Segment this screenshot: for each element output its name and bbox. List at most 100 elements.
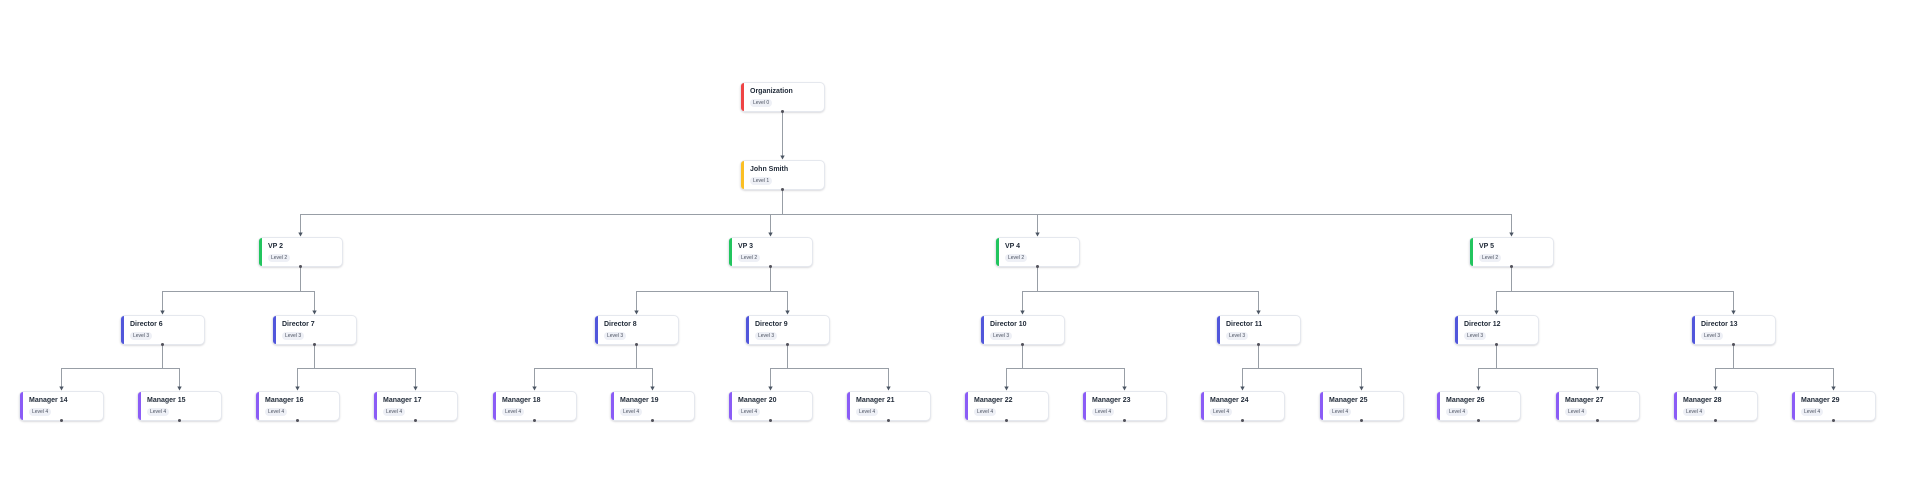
node-title: Director 8 — [604, 321, 637, 328]
node-bottom-handle[interactable] — [296, 419, 299, 422]
node-bottom-handle[interactable] — [651, 419, 654, 422]
node-accent-bar — [121, 316, 124, 344]
node-bottom-handle[interactable] — [1832, 419, 1835, 422]
node-bottom-handle[interactable] — [1241, 419, 1244, 422]
node-accent-bar — [1320, 392, 1323, 420]
node-accent-bar — [847, 392, 850, 420]
node-bottom-handle[interactable] — [533, 419, 536, 422]
node-accent-bar — [273, 316, 276, 344]
org-edge-john-vp5 — [782, 190, 1512, 234]
node-bottom-handle[interactable] — [313, 343, 316, 346]
edge-arrowhead-icon — [1595, 386, 1600, 391]
org-edge-d8-m19 — [636, 345, 653, 388]
node-title: Director 10 — [990, 321, 1027, 328]
node-bottom-handle[interactable] — [769, 265, 772, 268]
node-title: VP 4 — [1005, 243, 1021, 250]
org-edge-d11-m25 — [1258, 345, 1362, 388]
node-bottom-handle[interactable] — [1732, 343, 1735, 346]
node-accent-bar — [729, 238, 732, 266]
node-title: VP 2 — [268, 243, 284, 250]
edge-arrowhead-icon — [1831, 386, 1836, 391]
node-bottom-handle[interactable] — [1510, 265, 1513, 268]
node-level-badge: Level 4 — [1210, 408, 1233, 416]
node-bottom-handle[interactable] — [1021, 343, 1024, 346]
node-bottom-handle[interactable] — [1005, 419, 1008, 422]
node-bottom-handle[interactable] — [1477, 419, 1480, 422]
node-level-badge: Level 4 — [29, 408, 52, 416]
node-level-badge: Level 4 — [1446, 408, 1469, 416]
node-level-badge: Level 3 — [604, 332, 627, 340]
node-level-badge: Level 3 — [130, 332, 153, 340]
node-level-badge: Level 4 — [1683, 408, 1706, 416]
node-bottom-handle[interactable] — [161, 343, 164, 346]
node-bottom-handle[interactable] — [781, 110, 784, 113]
node-bottom-handle[interactable] — [769, 419, 772, 422]
org-edge-vp4-d11 — [1037, 267, 1259, 312]
node-bottom-handle[interactable] — [414, 419, 417, 422]
node-accent-bar — [611, 392, 614, 420]
node-level-badge: Level 4 — [383, 408, 406, 416]
node-bottom-handle[interactable] — [1257, 343, 1260, 346]
node-accent-bar — [20, 392, 23, 420]
edge-arrowhead-icon — [1494, 310, 1499, 315]
node-bottom-handle[interactable] — [887, 419, 890, 422]
node-level-badge: Level 4 — [856, 408, 879, 416]
node-bottom-handle[interactable] — [1495, 343, 1498, 346]
node-bottom-handle[interactable] — [1596, 419, 1599, 422]
node-bottom-handle[interactable] — [781, 188, 784, 191]
node-bottom-handle[interactable] — [635, 343, 638, 346]
org-edge-d10-m23 — [1022, 345, 1125, 388]
edge-arrowhead-icon — [650, 386, 655, 391]
node-accent-bar — [256, 392, 259, 420]
node-level-badge: Level 3 — [1464, 332, 1487, 340]
node-bottom-handle[interactable] — [299, 265, 302, 268]
node-accent-bar — [741, 83, 744, 111]
node-bottom-handle[interactable] — [786, 343, 789, 346]
node-accent-bar — [1792, 392, 1795, 420]
org-edge-d9-m21 — [787, 345, 889, 388]
org-node-d8[interactable]: Director 8 Level 3 — [594, 315, 679, 346]
node-accent-bar — [1217, 316, 1220, 344]
node-level-badge: Level 4 — [265, 408, 288, 416]
node-level-badge: Level 4 — [738, 408, 761, 416]
node-bottom-handle[interactable] — [178, 419, 181, 422]
node-bottom-handle[interactable] — [60, 419, 63, 422]
node-title: Manager 16 — [265, 397, 304, 404]
node-bottom-handle[interactable] — [1123, 419, 1126, 422]
node-bottom-handle[interactable] — [1360, 419, 1363, 422]
org-node-m16[interactable]: Manager 16 Level 4 — [255, 391, 340, 422]
edge-arrowhead-icon — [768, 232, 773, 237]
node-bottom-handle[interactable] — [1036, 265, 1039, 268]
node-level-badge: Level 4 — [147, 408, 170, 416]
node-bottom-handle[interactable] — [1714, 419, 1717, 422]
node-level-badge: Level 4 — [1329, 408, 1352, 416]
